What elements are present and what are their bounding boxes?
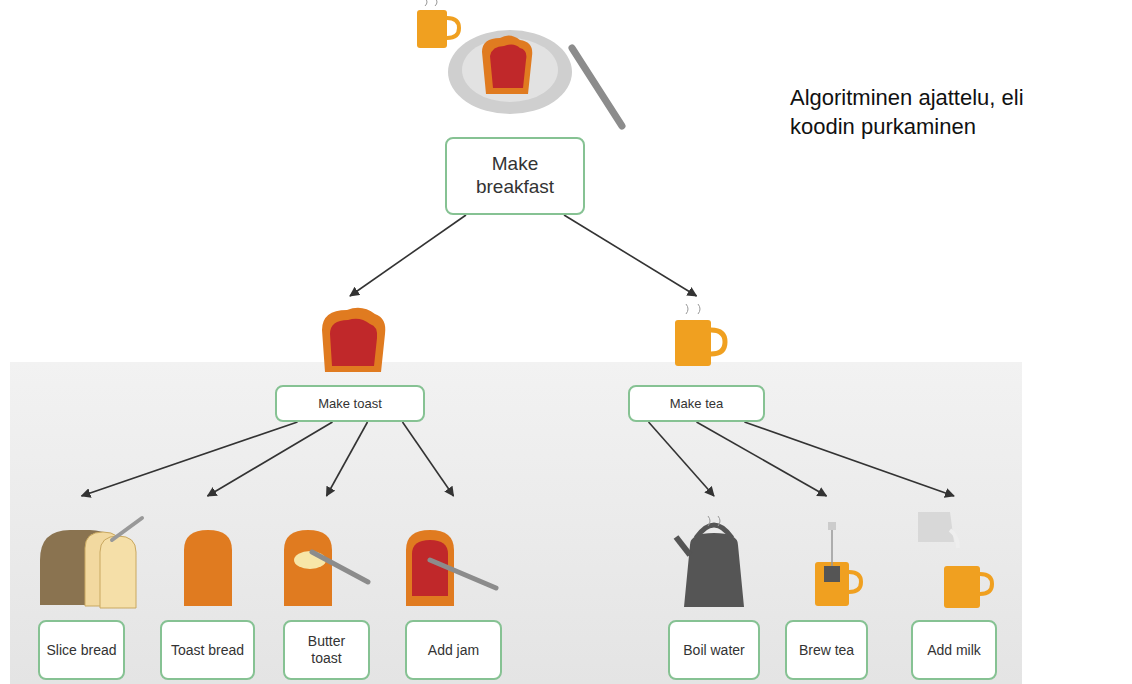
step-node: Make breakfast	[430, 8, 600, 215]
step-node: Add milk	[911, 500, 997, 680]
step-label: Add jam	[428, 642, 479, 659]
step-node: Toast bread	[160, 500, 255, 680]
step-label: Brew tea	[799, 642, 854, 659]
step-box: Toast bread	[160, 620, 255, 680]
tree-arrow	[649, 422, 714, 496]
tree-arrow	[697, 422, 827, 496]
breakfast-icon	[417, 0, 622, 126]
tree-arrow	[403, 422, 454, 496]
step-node: Make tea	[628, 300, 765, 422]
step-node: Slice bread	[38, 500, 125, 680]
step-box: Make breakfast	[445, 137, 585, 215]
step-label: Slice bread	[46, 642, 116, 659]
kettle-icon	[676, 516, 744, 607]
step-box: Make toast	[275, 385, 425, 422]
step-box: Make tea	[628, 385, 765, 422]
step-node: Add jam	[405, 500, 502, 680]
tree-arrow	[564, 215, 697, 296]
tea-bag-icon	[815, 522, 861, 606]
tree-arrow	[744, 422, 954, 496]
step-box: Add jam	[405, 620, 502, 680]
step-label: Toast bread	[171, 642, 244, 659]
tree-arrow	[82, 422, 298, 496]
step-label: Boil water	[683, 642, 744, 659]
tree-arrow	[208, 422, 333, 496]
toast-slice-icon	[184, 530, 232, 606]
step-label: Make tea	[670, 396, 723, 412]
tree-arrow	[327, 422, 368, 496]
heading-text: Algoritminen ajattelu, eli koodin purkam…	[790, 84, 1090, 141]
step-label: Make toast	[318, 396, 382, 412]
step-label: Butter toast	[291, 633, 362, 667]
step-label: Add milk	[927, 642, 981, 659]
butter-toast-icon	[284, 530, 368, 606]
step-box: Brew tea	[785, 620, 868, 680]
step-box: Boil water	[668, 620, 760, 680]
step-box: Add milk	[911, 620, 997, 680]
step-node: Make toast	[275, 300, 425, 422]
step-node: Brew tea	[785, 500, 868, 680]
toast-icon	[322, 308, 385, 372]
tree-arrow	[350, 215, 466, 296]
jam-toast-icon	[406, 530, 496, 606]
step-box: Slice bread	[38, 620, 125, 680]
step-box: Butter toast	[283, 620, 370, 680]
step-node: Butter toast	[283, 500, 370, 680]
step-label: Make breakfast	[453, 153, 577, 199]
bread-loaf-icon	[40, 518, 142, 608]
step-node: Boil water	[668, 500, 760, 680]
milk-icon	[918, 512, 992, 608]
tea-mug-icon	[675, 304, 725, 366]
